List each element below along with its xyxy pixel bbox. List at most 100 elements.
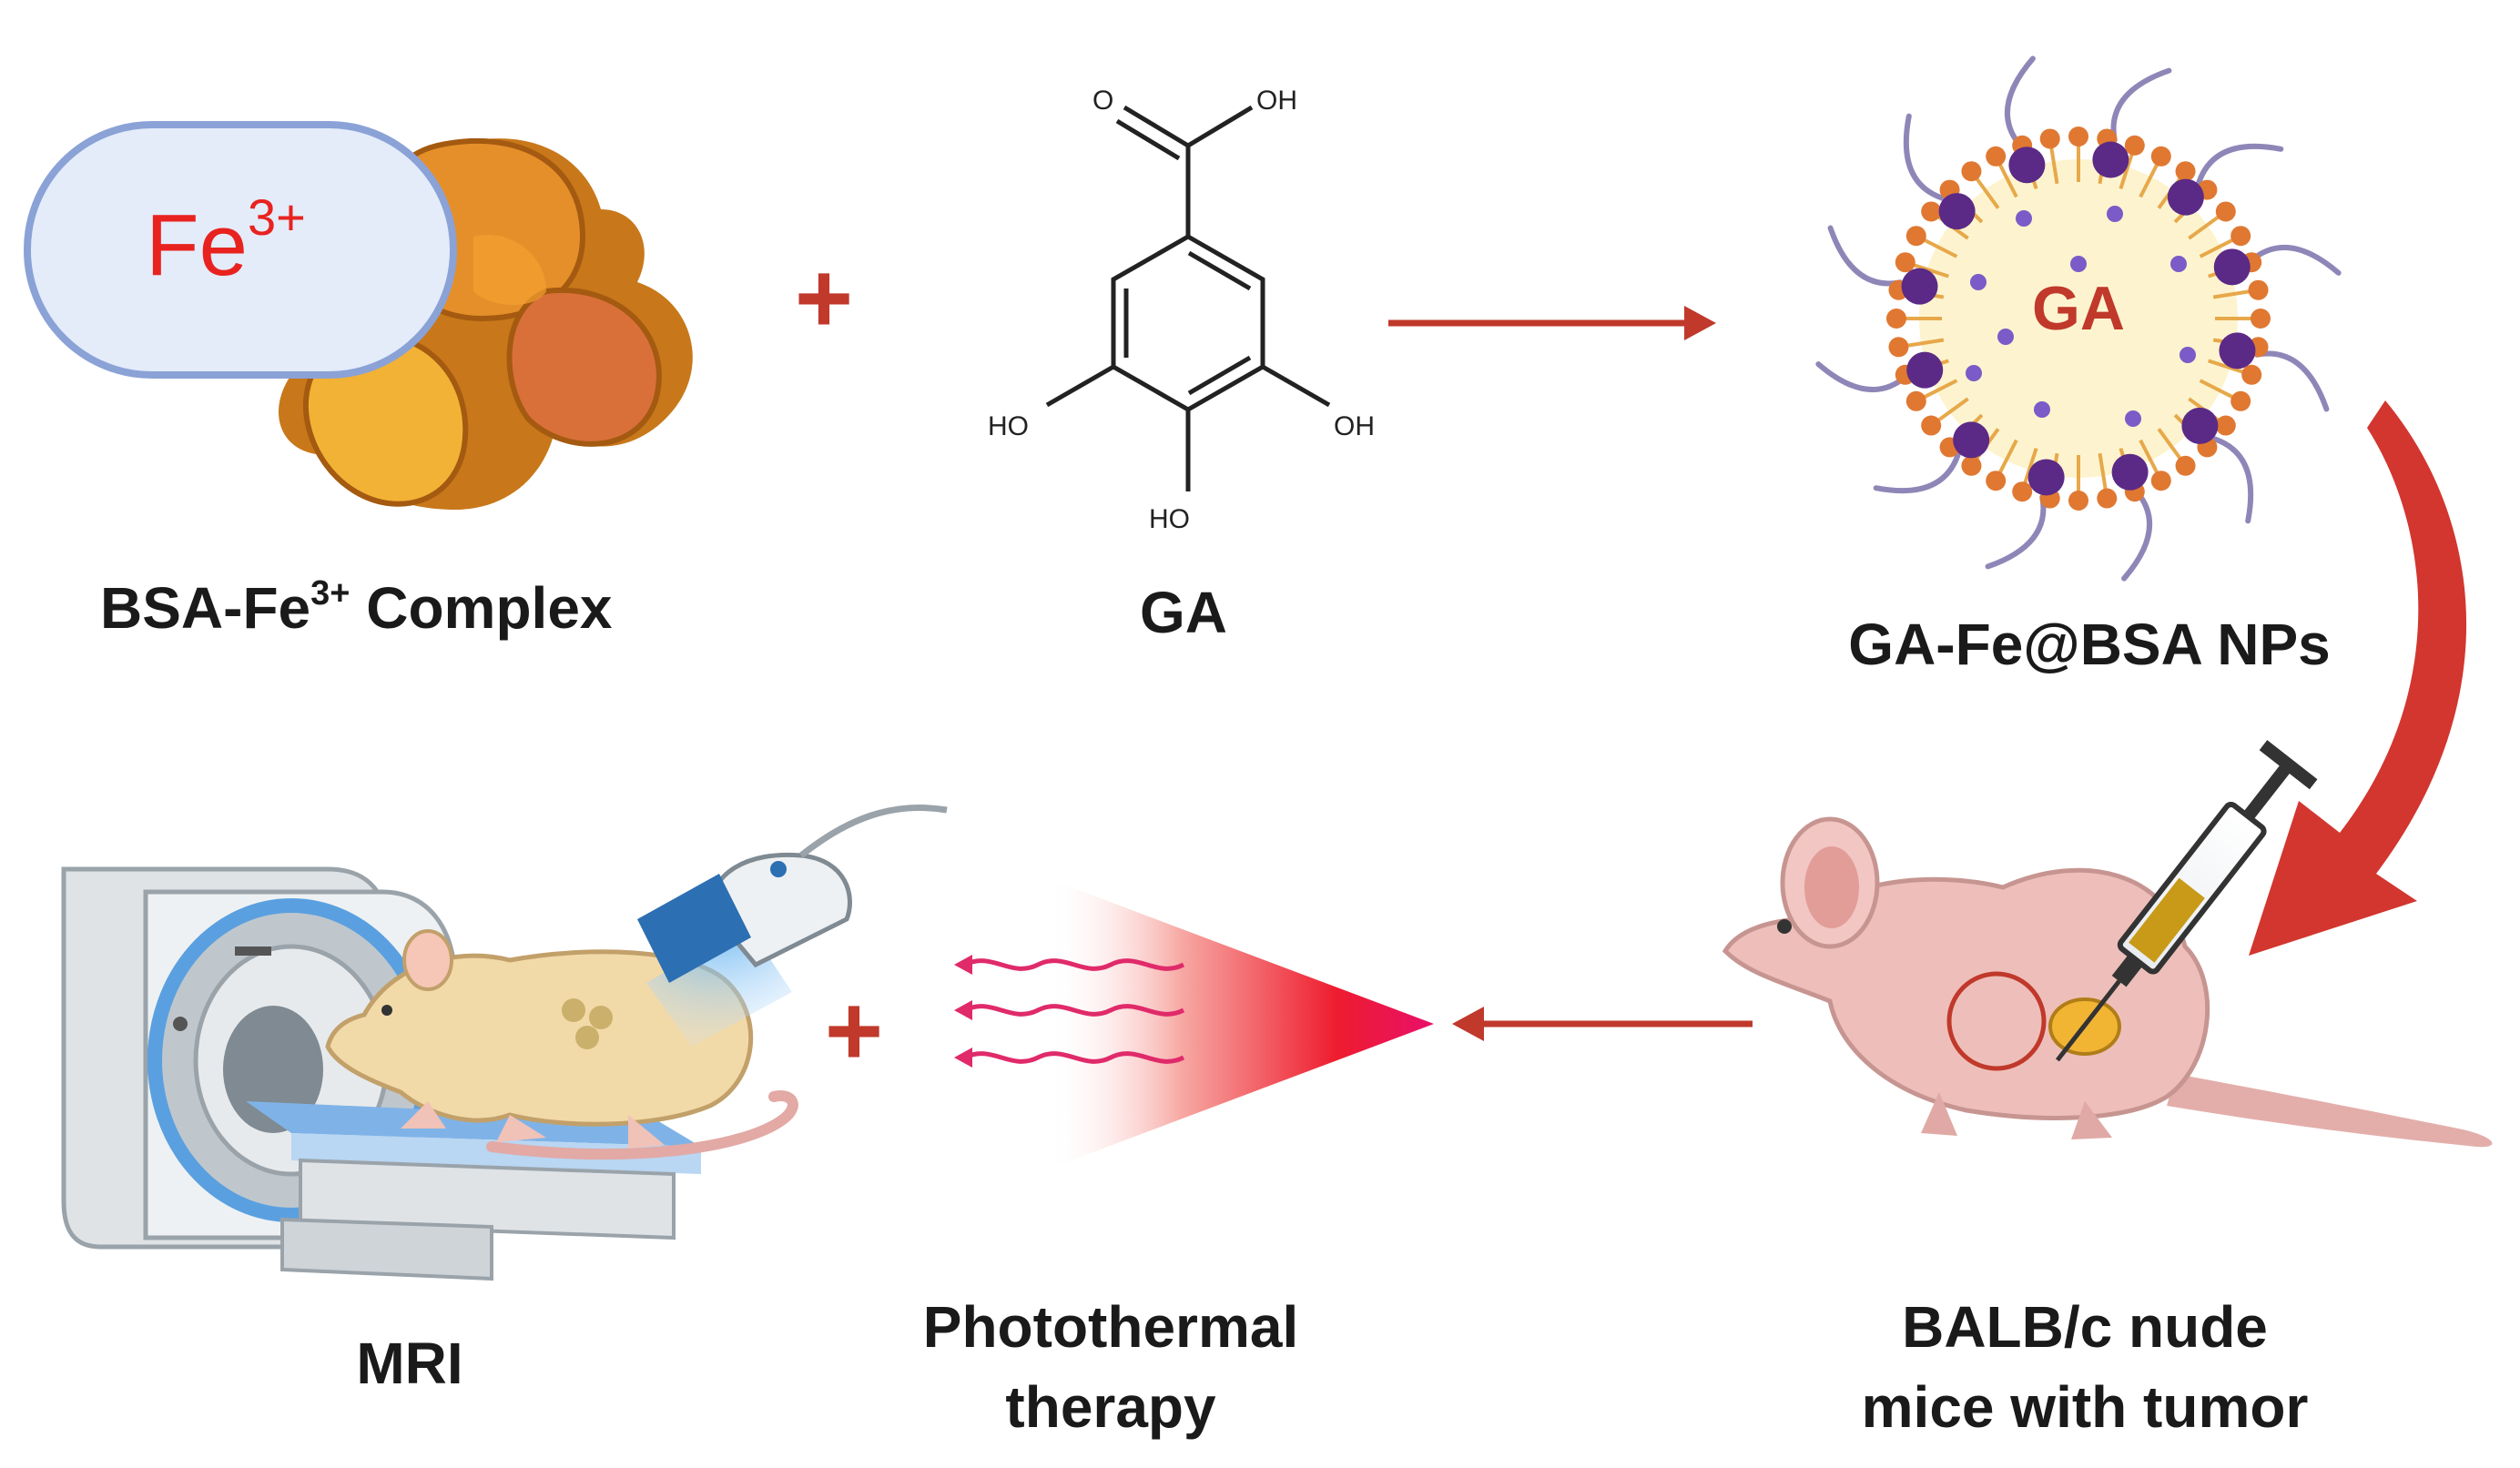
np-shell-line <box>1922 238 1958 258</box>
bsa-fe-complex-illustration: Fe3+ <box>24 121 693 510</box>
bsa-complex-label: BSA-Fe3+ Complex <box>100 574 613 641</box>
np-shell-line <box>2139 162 2159 198</box>
np-shell-line <box>2139 439 2159 475</box>
np-core <box>1919 159 2238 478</box>
np-shell-dot <box>2230 226 2251 247</box>
np-ligand-tail <box>2005 56 2036 149</box>
mice-label-line1: BALB/c nude <box>1902 1294 2268 1360</box>
np-shell-dot <box>2175 455 2196 476</box>
np-ligand-tail <box>1903 113 1946 201</box>
np-shell-dot <box>1961 161 1982 182</box>
np-shell-line <box>2119 151 2135 189</box>
bsa-complex-tail: Complex <box>350 575 612 641</box>
bsa-complex-charge: 3+ <box>310 574 350 613</box>
np-shell-line <box>2212 289 2251 299</box>
np-shell-line <box>1911 262 1949 278</box>
np-fe-sphere <box>2219 332 2256 370</box>
np-shell-dot <box>1905 226 1926 247</box>
laser-beam-icon <box>1047 878 1434 1169</box>
np-shell-dot <box>2241 364 2262 385</box>
arrow-to-photothermal <box>1452 1007 1753 1041</box>
np-shell-line <box>1922 379 1958 400</box>
np-shell-line <box>2188 214 2221 240</box>
np-ga-molecule <box>1970 274 1987 290</box>
np-fe-sphere <box>2167 178 2204 216</box>
np-shell-line <box>1936 397 1969 423</box>
np-shell-dot <box>1986 471 2007 491</box>
np-shell-dot <box>2068 127 2088 147</box>
atom-oh-carboxyl: OH <box>1256 86 1297 116</box>
np-ga-molecule <box>2016 210 2032 227</box>
atom-oh-right: OH <box>1334 411 1375 441</box>
np-shell-dot <box>2175 161 2196 182</box>
np-fe-sphere <box>2213 248 2251 286</box>
ga-label: GA <box>1140 580 1227 645</box>
np-shell-dot <box>2230 390 2251 411</box>
np-fe-sphere <box>2008 147 2046 184</box>
np-ga-molecule <box>2170 256 2187 272</box>
np-ga-molecule <box>2107 206 2123 222</box>
gallic-acid-structure <box>1045 105 1331 491</box>
np-shell-dot <box>1886 309 1906 329</box>
fe-ion-label: Fe3+ <box>146 188 306 294</box>
np-shell-dot <box>1921 201 1942 222</box>
curved-arrow-to-mouse <box>2249 400 2467 956</box>
rat-ear <box>402 929 453 991</box>
np-shell-dot <box>1905 390 1926 411</box>
np-ga-molecule <box>2034 401 2050 418</box>
np-ligand-tail <box>1827 225 1903 287</box>
heat-wave-icons <box>954 955 1185 1068</box>
np-shell-dot <box>2068 491 2088 511</box>
np-shell-dot <box>2215 415 2236 436</box>
np-shell-line <box>2048 146 2059 185</box>
np-fe-sphere <box>2111 453 2149 491</box>
np-ligand-tail <box>1815 361 1909 392</box>
np-shell-line <box>2157 428 2183 461</box>
np-fe-sphere <box>1938 193 1976 230</box>
np-fe-sphere <box>1953 421 1990 459</box>
np-shell-dot <box>2150 146 2171 167</box>
np-shell-dot <box>1888 337 1909 358</box>
fe-ion-badge <box>24 121 457 379</box>
rat-organ-spots <box>562 998 613 1049</box>
np-fe-sphere <box>2181 407 2219 444</box>
rat-illustration <box>325 929 798 1160</box>
mri-scanner-illustration <box>61 866 701 1281</box>
np-shell-dot <box>2039 128 2060 149</box>
np-ligand-tail <box>2110 67 2172 143</box>
atom-o-carbonyl: O <box>1092 86 1113 116</box>
fe-ion-charge: 3+ <box>248 188 306 246</box>
np-shell-dot <box>2012 481 2033 502</box>
np-ligand-tail <box>1873 451 1961 494</box>
np-shell-line <box>2022 448 2038 486</box>
np-shell-dot <box>2215 201 2236 222</box>
np-shell-dot <box>2248 279 2269 300</box>
np-shell-dot <box>1921 415 1942 436</box>
np-shell-dot <box>2150 471 2171 491</box>
np-fe-sphere <box>1906 351 1944 389</box>
np-shell-line <box>1997 439 2018 475</box>
np-ligand-tail <box>2211 436 2254 524</box>
np-shell-line <box>2199 379 2235 400</box>
ga-fe-bsa-nanoparticle <box>1815 56 2342 582</box>
np-ligand-tail <box>2121 488 2152 582</box>
np-ga-molecule <box>2070 256 2087 272</box>
mouse-eye <box>1777 919 1792 934</box>
np-ligand-tail <box>2196 143 2284 186</box>
np-ligand-tail <box>2254 350 2330 412</box>
np-ligand-tail <box>1985 494 2047 570</box>
np-fe-sphere <box>2027 459 2065 496</box>
nanoparticle-label: GA-Fe@BSA NPs <box>1848 612 2330 677</box>
np-ga-molecule <box>2125 410 2141 427</box>
np-ga-molecule <box>1997 329 2014 345</box>
ultrasound-probe-icon <box>637 805 948 1047</box>
np-shell-dot <box>2251 309 2271 329</box>
ptt-label-line1: Photothermal <box>923 1294 1298 1360</box>
np-shell-dot <box>1895 252 1915 273</box>
np-fe-sphere <box>2092 141 2129 178</box>
np-shell-line <box>2208 359 2246 375</box>
mri-label: MRI <box>356 1331 462 1396</box>
np-core-label: GA <box>2032 274 2125 343</box>
np-shell-line <box>2098 452 2108 491</box>
np-ligand-tail <box>2248 245 2342 276</box>
